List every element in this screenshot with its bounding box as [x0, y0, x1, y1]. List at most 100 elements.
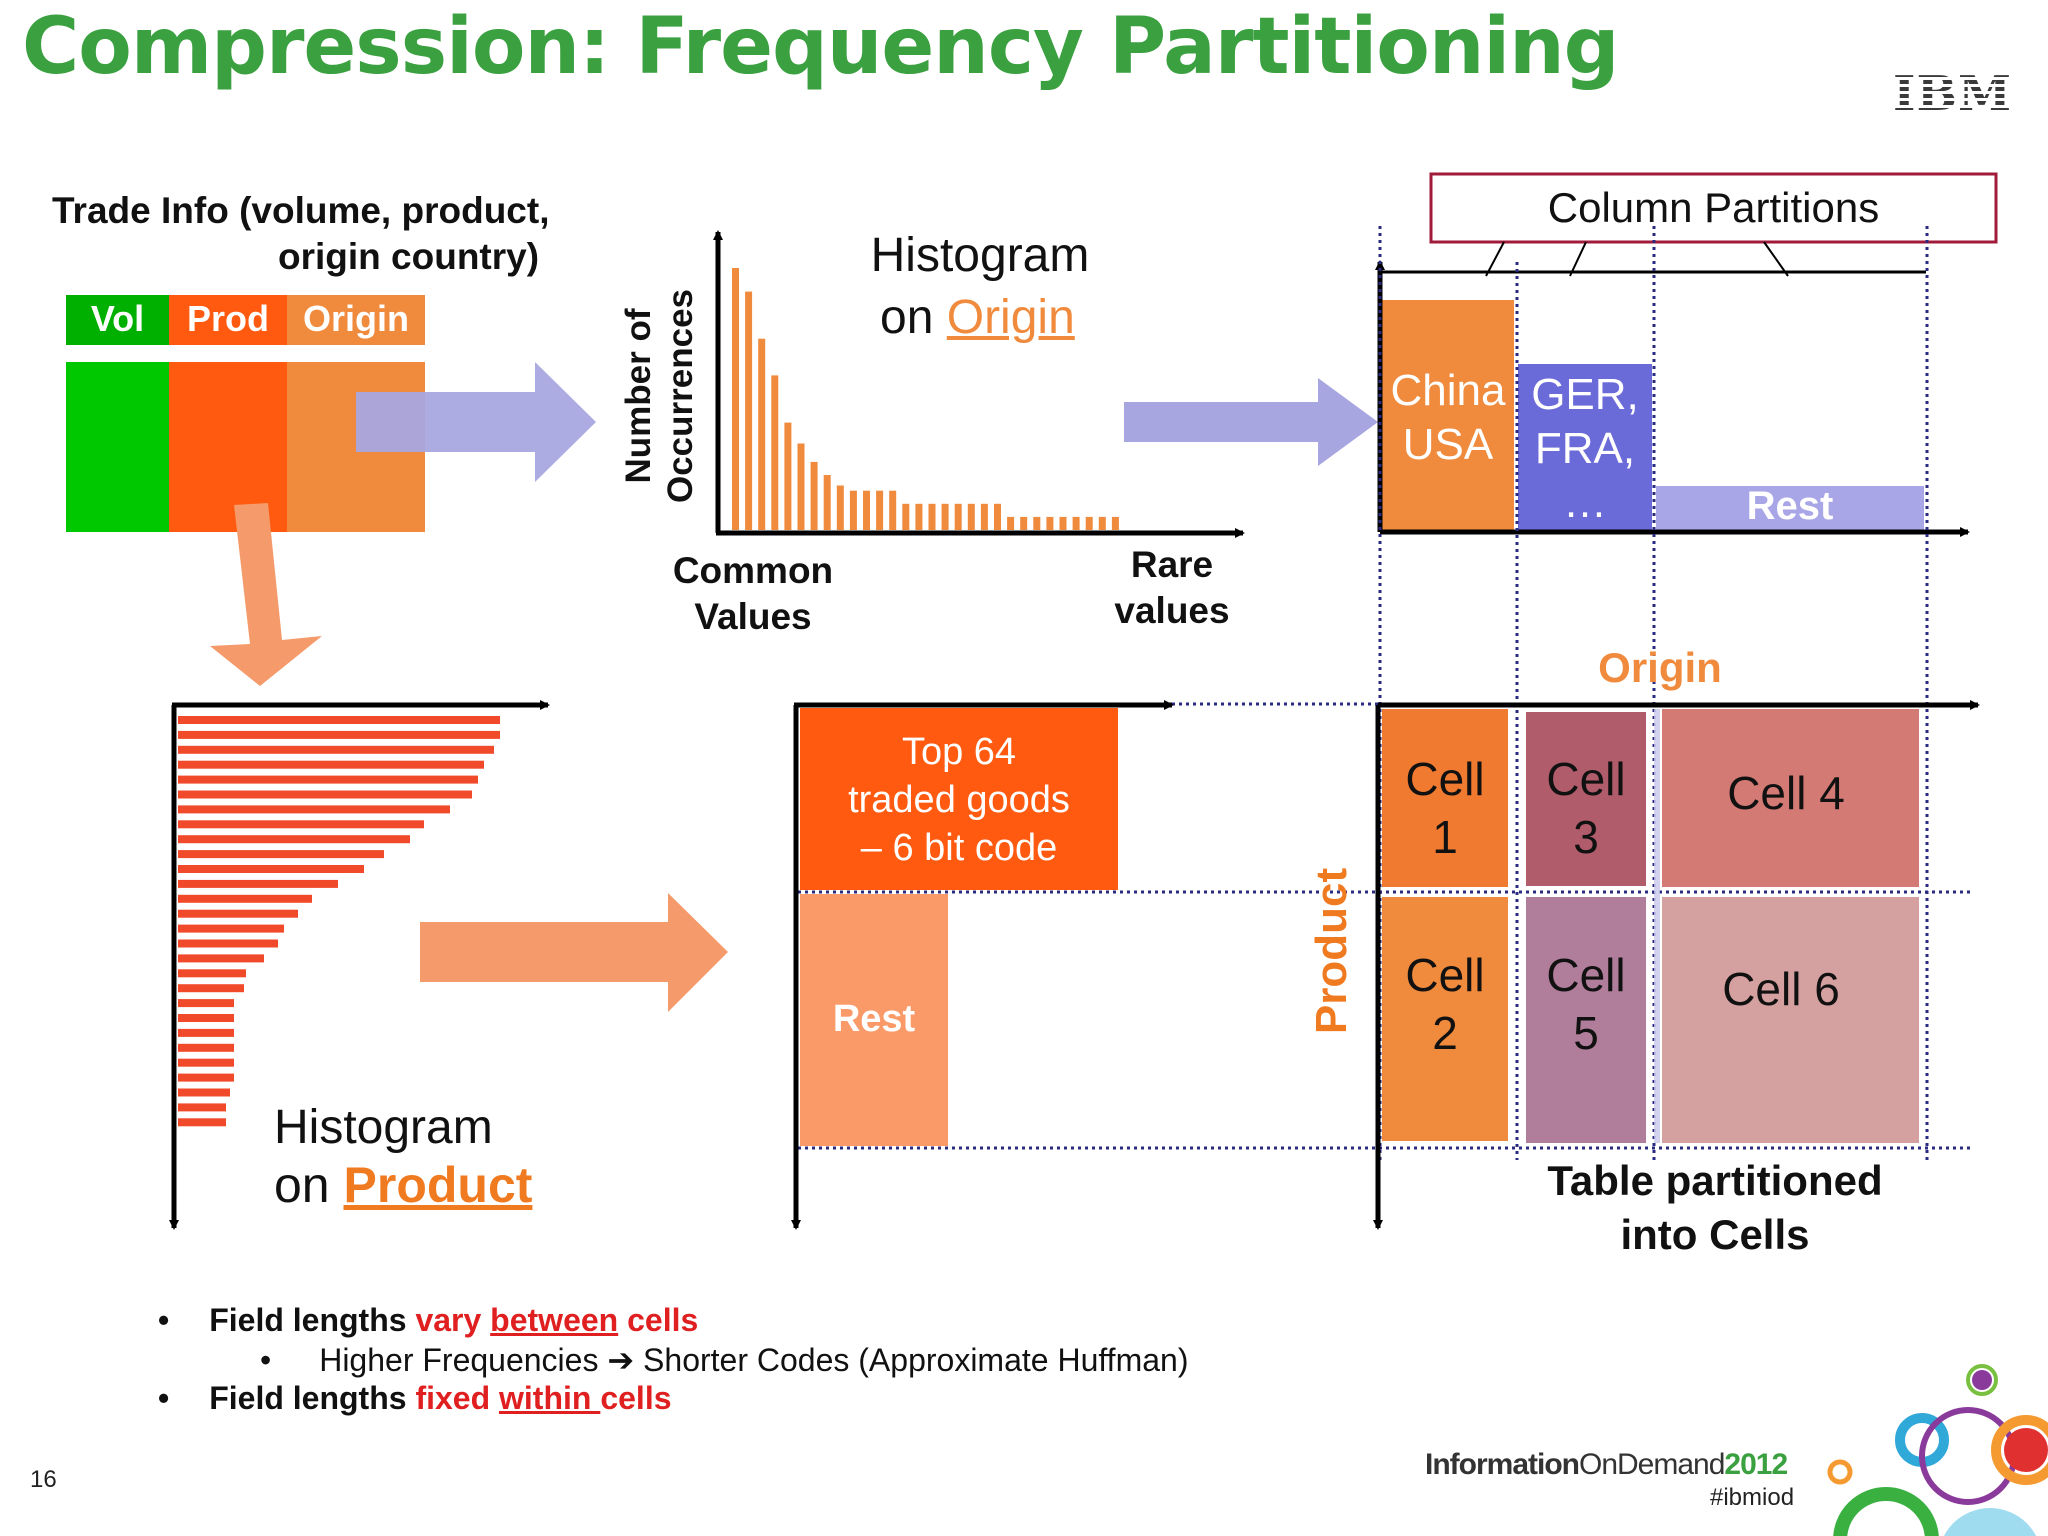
product-histogram-bar [178, 999, 234, 1008]
cell-5 [1526, 897, 1646, 1143]
arrow-to-product-partitions [420, 893, 728, 1012]
partition-rest-label: Rest [1746, 484, 1834, 528]
vol-column [66, 362, 169, 532]
trade-table [66, 295, 425, 532]
cells-grid [1373, 700, 1980, 1230]
product-histogram-bar [178, 850, 384, 859]
footer-brand-logo: InformationOnDemand2012 [1425, 1448, 1788, 1481]
origin-histogram-bar [1007, 516, 1015, 530]
trade-info-title-line1: Trade Info (volume, product, [52, 190, 550, 231]
product-histogram [169, 700, 550, 1230]
product-histogram-bar [178, 775, 478, 784]
product-histogram-title-line2: on Product [274, 1157, 533, 1213]
origin-histogram-title-line2: on Origin [880, 291, 1075, 344]
column-header-origin: Origin [303, 298, 409, 339]
origin-histogram-bar [758, 338, 766, 530]
product-histogram-bar [178, 820, 424, 829]
product-histogram-title-line1: Histogram [274, 1101, 493, 1154]
origin-histogram-bar [967, 503, 975, 530]
origin-histogram-bar [823, 475, 831, 530]
partition-china-usa [1382, 300, 1514, 532]
product-partitions [791, 700, 1174, 1230]
origin-histogram-bars [732, 268, 1119, 530]
arrow-to-origin-histogram [356, 362, 596, 482]
cell-6-label: Cell 6 [1722, 963, 1840, 1015]
prod-header-cell [169, 295, 287, 345]
origin-histogram-bar [745, 291, 753, 530]
product-histogram-bar [178, 716, 500, 724]
cell-3 [1526, 712, 1646, 886]
product-histogram-bar [178, 1103, 226, 1112]
product-histogram-bar [178, 969, 246, 978]
origin-histogram-bar [954, 503, 962, 530]
origin-histogram-bar [1046, 516, 1054, 530]
origin-histogram-bar [902, 503, 910, 530]
product-link[interactable]: Product [343, 1157, 533, 1213]
cell-1 [1382, 709, 1508, 887]
prod-column [169, 362, 287, 532]
trade-info-title-line2: origin country) [278, 236, 540, 277]
product-histogram-bar [178, 1073, 234, 1082]
product-histogram-bar [178, 954, 264, 963]
origin-histogram-bar [784, 422, 792, 530]
vol-header-cell [66, 295, 169, 345]
product-histogram-bars [178, 716, 500, 1127]
origin-histogram-bar [836, 485, 844, 530]
cell-4 [1662, 709, 1919, 887]
column-partitions-label-box [1429, 172, 1998, 244]
product-histogram-bar [178, 1014, 234, 1022]
product-histogram-bar [178, 790, 472, 799]
origin-histogram-bar [941, 503, 949, 530]
origin-histogram-bar [1033, 516, 1041, 530]
partition-rest [1656, 486, 1924, 532]
decorative-circles [1827, 1364, 2048, 1536]
partition-top-64 [800, 708, 1118, 890]
partition-ger-fra-label: GER,FRA,… [1531, 370, 1639, 527]
origin-histogram-bar [797, 443, 805, 530]
product-axis-label: Product [1307, 867, 1356, 1035]
cell-6 [1662, 897, 1919, 1143]
origin-histogram-bar [928, 503, 936, 530]
product-histogram-bar [178, 1118, 226, 1127]
ibm-logo: IBM [1893, 66, 2013, 122]
origin-histogram [713, 230, 1245, 538]
origin-histogram-title-line1: Histogram [870, 229, 1090, 282]
product-histogram-bar [178, 984, 244, 993]
origin-histogram-bar [1111, 516, 1119, 530]
partition-product-rest [800, 894, 948, 1146]
product-rest-label: Rest [832, 998, 916, 1040]
product-histogram-bar [178, 805, 450, 814]
origin-histogram-bar [1072, 516, 1080, 530]
product-histogram-bar [178, 1028, 234, 1037]
column-header-prod: Prod [186, 298, 269, 339]
origin-histogram-bar [994, 503, 1001, 530]
product-histogram-bar [178, 730, 500, 739]
origin-link[interactable]: Origin [946, 291, 1075, 344]
product-histogram-bar [178, 835, 410, 844]
origin-histogram-bar [1059, 516, 1067, 530]
origin-histogram-bar [771, 375, 779, 530]
hashtag: #ibmiod [1710, 1484, 1795, 1511]
product-histogram-bar [178, 894, 312, 903]
cell-4-label: Cell 4 [1727, 767, 1845, 819]
slide-title: Compression: Frequency Partitioning [22, 2, 1619, 92]
product-histogram-bar [178, 939, 278, 948]
bullet-2: •Higher Frequencies ➔ Shorter Codes (App… [260, 1342, 1189, 1378]
origin-axis-label: Origin [1598, 644, 1722, 691]
bullet-3: •Field lengths fixed within cells [158, 1380, 672, 1416]
cell-2 [1382, 897, 1508, 1141]
arrow-to-product-histogram [210, 503, 322, 686]
origin-histogram-bar [1098, 516, 1106, 530]
product-histogram-bar [178, 924, 284, 933]
origin-histogram-bar [1085, 516, 1093, 530]
origin-histogram-bar [980, 503, 988, 530]
bullet-1: •Field lengths vary between cells [158, 1302, 699, 1338]
